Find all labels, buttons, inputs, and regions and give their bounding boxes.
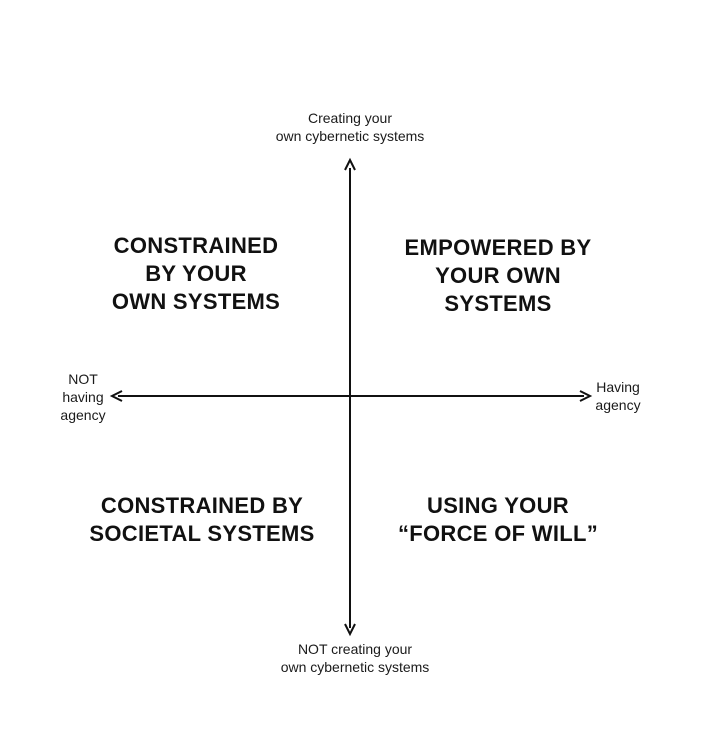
axis-label-top-line-1: Creating your [307, 110, 393, 126]
quadrant-bottom-right: USING YOUR “FORCE OF WILL” [362, 492, 634, 548]
axis-label-right: Having agency [570, 378, 666, 414]
axis-label-left-line-3: agency [60, 407, 106, 423]
quadrant-top-right: EMPOWERED BY YOUR OWN SYSTEMS [362, 234, 634, 318]
quadrant-bottom-left: CONSTRAINED BY SOCIETAL SYSTEMS [62, 492, 342, 548]
axis-label-bottom-line-2: own cybernetic systems [280, 659, 430, 675]
quadrant-top-right-line-1: EMPOWERED BY [404, 235, 592, 260]
horizontal-axis-arrow-right [579, 390, 593, 402]
axis-label-left-line-1: NOT [68, 371, 98, 387]
quadrant-bottom-right-line-1: USING YOUR [427, 493, 569, 518]
axis-label-right-line-2: agency [595, 397, 641, 413]
axis-label-top-line-2: own cybernetic systems [275, 128, 425, 144]
quadrant-bottom-left-line-2: SOCIETAL SYSTEMS [89, 521, 315, 546]
axis-label-right-line-1: Having [596, 379, 640, 395]
quadrant-top-right-line-3: SYSTEMS [444, 291, 552, 316]
axis-label-top: Creating your own cybernetic systems [230, 109, 470, 145]
vertical-axis-arrow-down [344, 623, 356, 637]
axis-label-bottom-line-1: NOT creating your [297, 641, 413, 657]
axis-label-left-line-2: having [62, 389, 104, 405]
quadrant-top-left-line-2: BY YOUR [145, 261, 247, 286]
quadrant-top-left: CONSTRAINED BY YOUR OWN SYSTEMS [60, 232, 332, 316]
horizontal-axis-arrow-left [109, 390, 123, 402]
quadrant-top-left-line-3: OWN SYSTEMS [111, 289, 281, 314]
axis-label-bottom: NOT creating your own cybernetic systems [230, 640, 480, 676]
quadrant-top-left-line-1: CONSTRAINED [113, 233, 279, 258]
quadrant-bottom-left-line-1: CONSTRAINED BY [100, 493, 304, 518]
quadrant-bottom-right-line-2: “FORCE OF WILL” [397, 521, 599, 546]
quadrant-top-right-line-2: YOUR OWN [435, 263, 561, 288]
vertical-axis-arrow-up [344, 157, 356, 171]
axis-label-left: NOT having agency [30, 370, 136, 424]
